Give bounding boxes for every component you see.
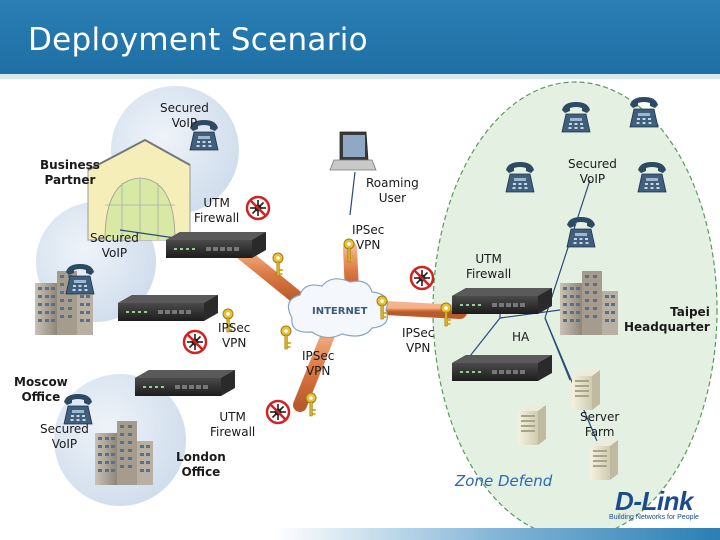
utm-firewall-icon (452, 355, 552, 381)
taipei-hq-label: Taipei Headquarter (624, 305, 710, 334)
secured-voip-left-label: Secured VoIP (90, 231, 139, 260)
zone-defend-label: Zone Defend (455, 472, 553, 490)
utm-firewall-icon (118, 295, 218, 321)
virus-block-icon (409, 265, 435, 291)
business-partner-building (87, 138, 191, 241)
london-office-label: London Office (176, 450, 226, 479)
ipsec-vpn-right-label: IPSec VPN (402, 326, 435, 355)
utm-firewall-icon (135, 370, 235, 396)
ipsec-vpn-left-label: IPSec VPN (218, 321, 251, 350)
roaming-user-label: Roaming User (366, 176, 419, 205)
utm-firewall-icon (166, 232, 266, 258)
server-icon (518, 405, 546, 445)
ha-label: HA (512, 330, 530, 344)
ip-phone-icon (637, 161, 667, 193)
ip-phone-icon (63, 393, 93, 425)
header-divider (0, 74, 720, 79)
ipsec-vpn-roaming-label: IPSec VPN (352, 223, 385, 252)
header-bar (0, 0, 720, 74)
utm-firewall-hq-label: UTM Firewall (466, 252, 512, 281)
logo-tagline: Building Networks for People (609, 514, 699, 521)
utm-firewall-icon (452, 288, 552, 314)
ipsec-vpn-center-label: IPSec VPN (302, 349, 335, 378)
ip-phone-icon (561, 101, 591, 133)
ip-phone-icon (629, 96, 659, 128)
virus-block-icon (245, 195, 271, 221)
business-partner-label: Business Partner (40, 158, 100, 187)
moscow-office-label: Moscow Office (14, 375, 68, 404)
page-title: Deployment Scenario (28, 22, 368, 58)
ip-phone-icon (566, 216, 596, 248)
laptop-icon (329, 131, 377, 171)
internet-label: INTERNET (312, 306, 368, 317)
ip-phone-icon (65, 263, 95, 295)
virus-block-icon (265, 399, 291, 425)
virus-block-icon (182, 329, 208, 355)
logo-wordmark: D-Link (615, 486, 693, 516)
key-icon (280, 325, 292, 350)
ip-phone-icon (505, 161, 535, 193)
utm-firewall-london-label: UTM Firewall (210, 410, 256, 439)
secured-voip-moscow-label: Secured VoIP (40, 422, 89, 451)
server-icon (590, 440, 618, 480)
secured-voip-top-label: Secured VoIP (160, 101, 209, 130)
footer-strip (0, 528, 720, 540)
server-icon (572, 370, 600, 410)
utm-firewall-partner-label: UTM Firewall (194, 196, 240, 225)
secured-voip-hq-label: Secured VoIP (568, 157, 617, 186)
server-farm-label: Server Farm (580, 410, 620, 439)
dlink-logo: D-Link Building Networks for People (600, 486, 708, 526)
